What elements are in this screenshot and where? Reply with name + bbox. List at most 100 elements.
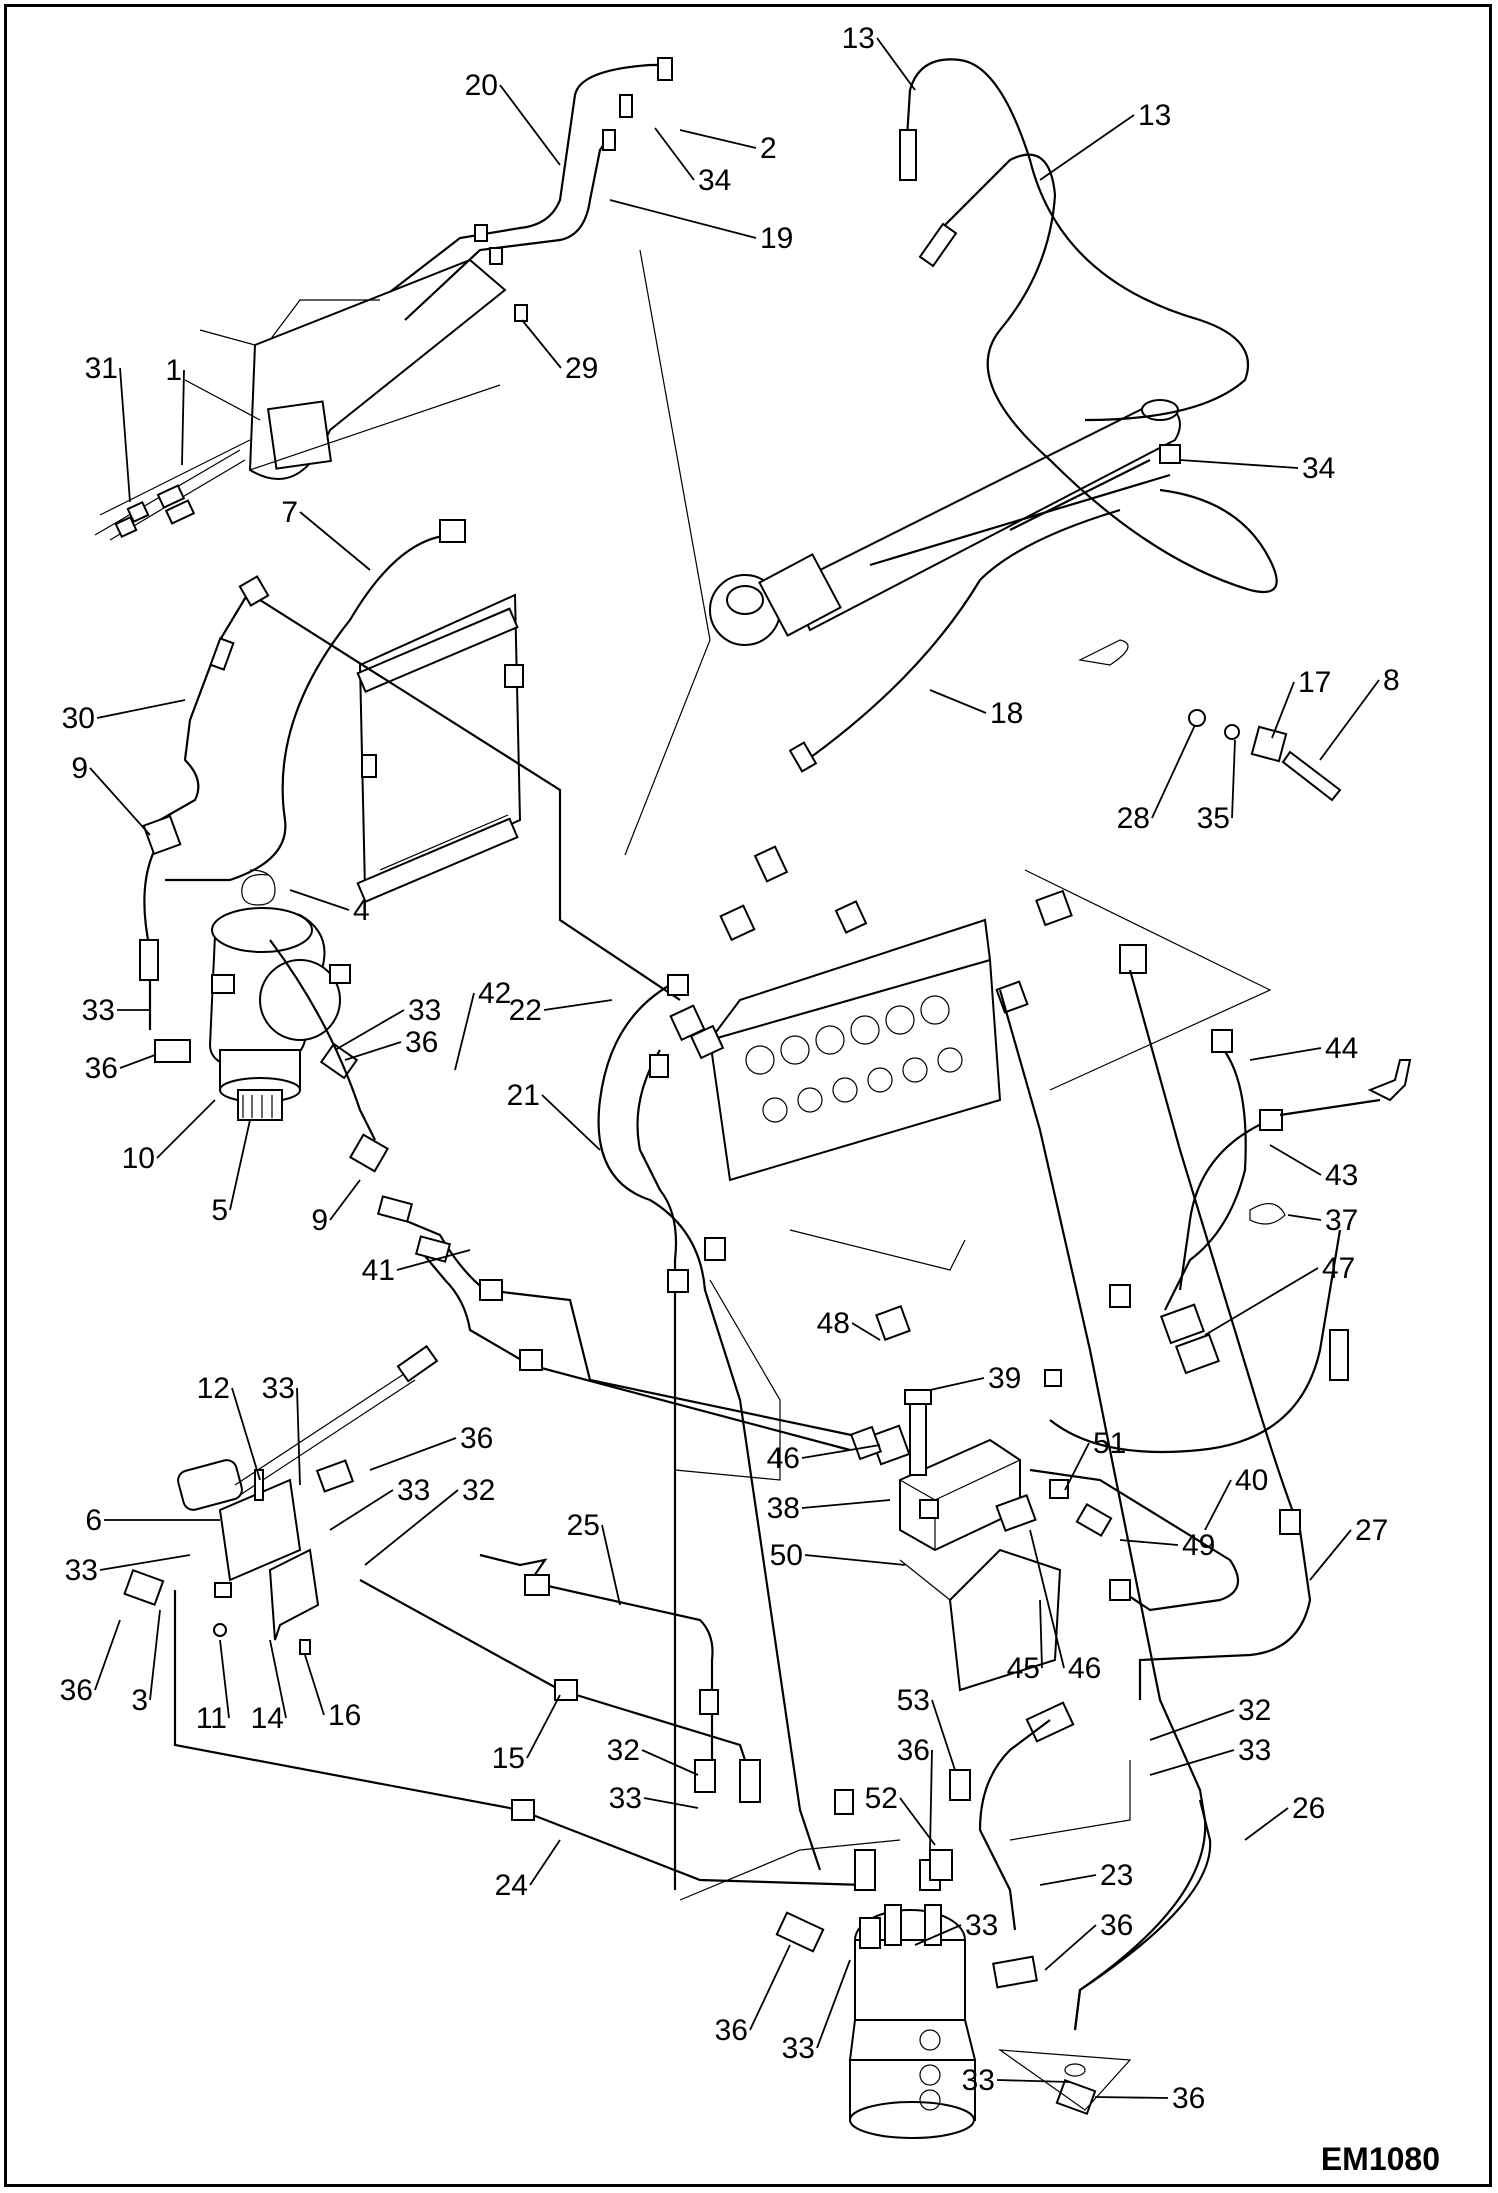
- callout-45: 45: [1007, 1652, 1040, 1685]
- callout-30: 30: [62, 702, 95, 735]
- callout-leader-22: [543, 999, 613, 1011]
- callout-leader-3: [149, 1609, 161, 1701]
- callout-10: 10: [122, 1142, 155, 1175]
- callout-labels: 1234567899101112131314151617181920212223…: [60, 22, 1400, 2115]
- callout-33: 33: [609, 1782, 642, 1815]
- callout-33: 33: [965, 1909, 998, 1942]
- hose-30: [159, 589, 251, 821]
- fitting: [1109, 1284, 1131, 1308]
- hose-13a: [903, 58, 1250, 422]
- callout-leader-49: [1119, 1539, 1179, 1546]
- fitting-36: [319, 1042, 359, 1080]
- fitting: [209, 637, 235, 671]
- boom-structure: [184, 258, 507, 480]
- callout-leader-12: [231, 1387, 261, 1481]
- callout-leader-25: [601, 1524, 621, 1606]
- callout-leader-20: [499, 84, 561, 166]
- callout-36: 36: [60, 1674, 93, 1707]
- callout-leader-8: [1319, 679, 1380, 761]
- callout-leader-48: [851, 1322, 881, 1341]
- oil-cooler: [356, 593, 524, 903]
- callout-33: 33: [962, 2064, 995, 2097]
- callout-6: 6: [85, 1504, 102, 1537]
- fitting: [414, 1235, 452, 1263]
- callout-leader-4: [289, 889, 350, 911]
- callout-14: 14: [251, 1702, 284, 1735]
- callout-leader-47: [1204, 1267, 1319, 1336]
- fittings-1-31: [94, 439, 251, 541]
- fitting-51: [1049, 1479, 1069, 1499]
- callout-leader-1: [181, 369, 185, 466]
- callout-leader-10: [156, 1099, 216, 1159]
- callout-leader-34: [654, 127, 695, 181]
- callout-34: 34: [698, 164, 731, 197]
- drawing-code: EM1080: [1321, 2141, 1440, 2177]
- callout-leader-33: [816, 1959, 851, 2049]
- hose-tee: [1279, 1098, 1381, 1117]
- fitting: [689, 1024, 725, 1060]
- fitting: [602, 129, 616, 151]
- callout-leader-46: [801, 1444, 881, 1459]
- fitting: [657, 57, 673, 81]
- callout-33: 33: [82, 994, 115, 1027]
- hose-40: [1029, 1468, 1240, 1612]
- callout-leader-2: [679, 129, 757, 149]
- fitting-47: [1174, 1333, 1220, 1375]
- clamp-4: [241, 869, 276, 906]
- hose-7: [165, 533, 456, 882]
- fitting: [753, 845, 789, 883]
- oring-33: [1064, 2063, 1086, 2077]
- callout-leader-36: [344, 1041, 402, 1061]
- callout-leader-38: [801, 1499, 891, 1509]
- fitting: [489, 247, 503, 265]
- tube-20: [389, 63, 665, 293]
- callout-33: 33: [408, 994, 441, 1027]
- manifold-38: [849, 1389, 1021, 1552]
- callout-29: 29: [565, 352, 598, 385]
- callout-leader-36: [119, 1054, 156, 1069]
- fitting: [142, 814, 182, 856]
- callout-leader-7: [299, 511, 371, 571]
- bracket-17-8: [1188, 709, 1342, 802]
- fitting: [554, 1679, 578, 1701]
- callout-11: 11: [196, 1702, 227, 1735]
- callout-31: 31: [85, 352, 118, 385]
- callout-1: 1: [165, 354, 182, 387]
- callout-leader-42: [454, 992, 475, 1071]
- fitting: [1211, 1029, 1233, 1053]
- callout-leader-28: [1151, 724, 1196, 819]
- callout-leader-18: [929, 689, 987, 714]
- callout-leader-33: [914, 1924, 962, 1946]
- valve-outline-box2: [789, 1229, 966, 1271]
- fitting: [739, 1759, 761, 1803]
- line-to-valve: [259, 599, 681, 1001]
- fitting: [918, 222, 958, 268]
- callout-leader-50: [804, 1554, 906, 1566]
- callout-leader-33: [334, 1009, 405, 1051]
- callout-leader-53: [931, 1699, 956, 1771]
- fitting: [511, 1799, 535, 1821]
- callout-44: 44: [1325, 1032, 1358, 1065]
- fitting-36-bottom: [1055, 2078, 1097, 2116]
- fitting: [1259, 1109, 1283, 1131]
- fitting-48: [875, 1305, 911, 1341]
- fitting-46: [995, 1494, 1037, 1532]
- leader-line: [674, 1279, 781, 1481]
- swivel-joint: [848, 1849, 977, 2139]
- callout-52: 52: [865, 1782, 898, 1815]
- callout-leader-35: [1231, 739, 1236, 819]
- callout-26: 26: [1292, 1792, 1325, 1825]
- line-cyl-top: [869, 473, 1171, 567]
- fitting: [788, 741, 818, 773]
- callout-leader-13: [876, 37, 916, 91]
- fitting: [899, 129, 917, 181]
- callout-leader-16: [304, 1654, 325, 1716]
- callout-33: 33: [1238, 1734, 1271, 1767]
- callout-leader-17: [1271, 681, 1295, 739]
- callout-36: 36: [715, 2014, 748, 2047]
- callout-leader-31: [119, 367, 131, 503]
- line-9-right: [269, 939, 376, 1141]
- callout-leader-9: [89, 767, 151, 836]
- line-cyl-top2: [1009, 459, 1151, 531]
- callout-leader-14: [269, 1639, 287, 1719]
